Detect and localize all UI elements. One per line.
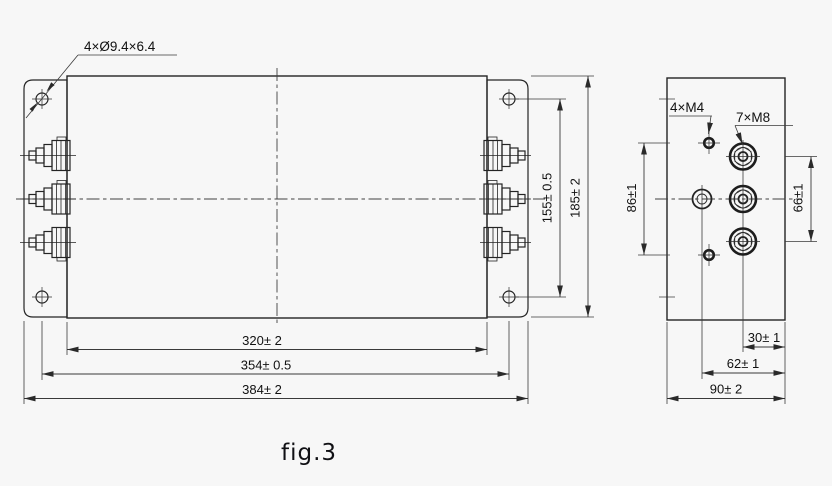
dim-185-label: 185± 2 [568, 178, 583, 218]
dim-384-label: 384± 2 [242, 382, 282, 397]
terminal-stud [737, 193, 749, 205]
leader-arrow [46, 82, 55, 92]
middle-terminal-hole [691, 188, 713, 210]
dim-66-label: 66±1 [791, 184, 806, 213]
hex-nut-outline [734, 189, 752, 209]
terminal-right-1 [480, 136, 531, 172]
dim-62-label: 62± 1 [727, 356, 759, 371]
dim-86-label: 86±1 [624, 184, 639, 213]
terminal-right-2 [480, 180, 531, 215]
front-flange-left [23, 79, 68, 318]
callout-mounting-hole-label: 4×Ø9.4×6.4 [84, 39, 156, 54]
dim-354: 354± 0.5 [41, 321, 510, 380]
terminal-tip [517, 193, 526, 205]
terminal-tab [487, 180, 498, 185]
m8-terminal-2 [728, 184, 758, 214]
dim-185: 185± 2 [531, 75, 594, 318]
terminal-mid-ring [733, 189, 753, 209]
dim-86: 86±1 [624, 142, 670, 256]
dim-320: 320± 2 [66, 322, 488, 355]
m8-terminal-1 [726, 142, 760, 171]
leader-line [707, 115, 713, 135]
terminal-left-3 [20, 226, 76, 262]
dim-155: 155± 0.5 [516, 98, 566, 298]
mounting-hole-bottom-left [32, 287, 52, 307]
hex-nut-outline [734, 231, 752, 252]
hex-nut-outline [734, 146, 752, 167]
terminal-right-3 [480, 226, 531, 262]
terminal-outer-ring [728, 184, 758, 214]
m8-terminal-3 [726, 227, 760, 256]
figure-caption: fig.3 [281, 440, 337, 466]
terminal-tab [56, 180, 67, 185]
dim-90-label: 90± 2 [710, 382, 742, 397]
leader-line [734, 125, 743, 145]
dim-155-label: 155± 0.5 [540, 173, 555, 224]
callout-m8: 7×M8 [734, 110, 793, 145]
hole-outer-circle [691, 188, 713, 210]
terminal-tip [517, 150, 526, 161]
hole-inner-circle [696, 193, 708, 205]
dim-90: 90± 2 [666, 322, 786, 404]
dim-320-label: 320± 2 [242, 333, 282, 348]
mounting-hole-top-right [499, 89, 519, 109]
terminal-tip [517, 237, 526, 248]
dim-354-label: 354± 0.5 [241, 358, 292, 373]
callout-mounting-hole: 4×Ø9.4×6.4 [25, 39, 177, 119]
dim-30-label: 30± 1 [748, 330, 780, 345]
dim-62: 62± 1 [702, 356, 785, 376]
leader-arrow [29, 102, 38, 112]
terminal-tab [487, 136, 498, 141]
callout-m8-label: 7×M8 [736, 110, 770, 125]
m4-hole-bottom [698, 244, 720, 266]
front-view: 4×Ø9.4×6.4 155± 0.5 185± 2 320± 2 [16, 39, 594, 404]
dim-66: 66±1 [785, 156, 817, 242]
dim-30: 30± 1 [743, 330, 785, 350]
dim-384: 384± 2 [23, 321, 529, 404]
terminal-tab [56, 136, 67, 141]
callout-m4: 4×M4 [669, 100, 713, 135]
front-flange-right [486, 79, 529, 318]
terminal-tab [487, 257, 498, 262]
terminal-left-2 [20, 180, 76, 215]
terminal-left-1 [20, 136, 76, 172]
terminal-tip [28, 193, 37, 205]
terminal-tip [28, 237, 37, 248]
side-view: 4×M4 7×M8 86±1 66±1 30± 1 62± [624, 77, 817, 404]
m4-hole-top [698, 132, 720, 154]
callout-m4-label: 4×M4 [670, 100, 705, 115]
terminal-tip [28, 150, 37, 161]
mounting-hole-bottom-right [499, 287, 519, 307]
terminal-tab [56, 257, 67, 262]
